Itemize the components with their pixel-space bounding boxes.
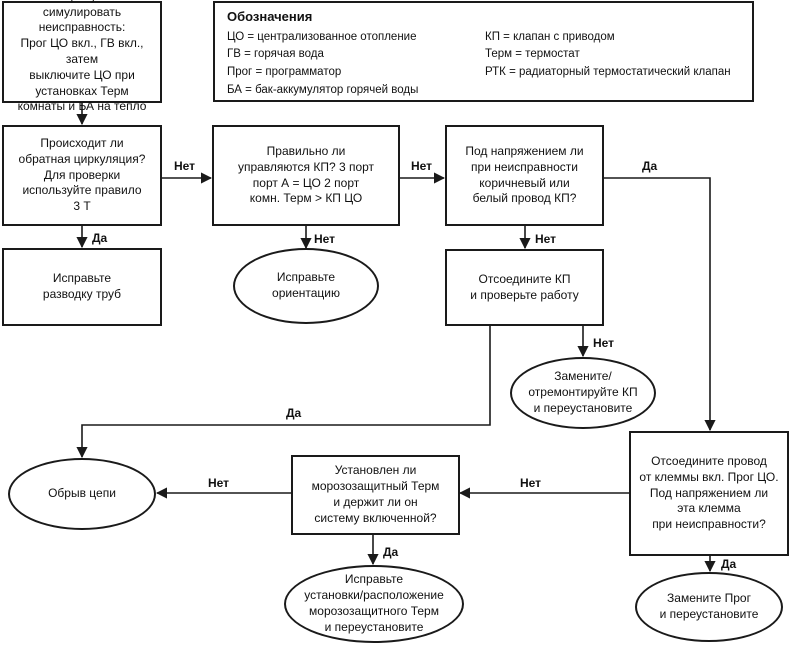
- label-no: Нет: [174, 159, 196, 173]
- label-no: Нет: [314, 232, 336, 246]
- node-reverse-circulation: Происходит ли обратная циркуляция? Для п…: [2, 125, 162, 226]
- node-replace-valve: Замените/ отремонтируйте КП и переустано…: [510, 357, 656, 429]
- legend-item: ЦО = централизованное отопление: [227, 31, 417, 43]
- legend-item: БА = бак-аккумулятор горячей воды: [227, 84, 419, 96]
- legend-item: РТК = радиаторный термостатический клапа…: [485, 66, 731, 78]
- node-text: Замените/ отремонтируйте КП и переустано…: [528, 369, 638, 415]
- node-valves-control: Правильно ли управляются КП? 3 порт порт…: [212, 125, 400, 226]
- label-no: Нет: [535, 232, 557, 246]
- node-valve-voltage: Под напряжением ли при неисправности кор…: [445, 125, 604, 226]
- legend-item: Терм = термостат: [485, 48, 580, 60]
- legend-item: КП = клапан с приводом: [485, 31, 615, 43]
- label-yes: Да: [383, 545, 399, 559]
- label-no: Нет: [593, 336, 615, 350]
- label-no: Нет: [208, 476, 230, 490]
- node-text: Установлен ли морозозащитный Терм и держ…: [311, 463, 440, 525]
- node-text: Отсоедините провод от клеммы вкл. Прог Ц…: [639, 453, 779, 532]
- node-text: Под напряжением ли при неисправности кор…: [465, 143, 584, 206]
- node-text: Замените Прог и переустановите: [659, 591, 759, 621]
- arrow-voltage-yes: [604, 177, 716, 432]
- node-disconnect-valve: Отсоедините КП и проверьте работу: [445, 249, 604, 326]
- node-disconnect-wire: Отсоедините провод от клеммы вкл. Прог Ц…: [629, 431, 789, 556]
- node-text: Исправьте установки/расположение морозоз…: [304, 572, 444, 634]
- node-text: Правильно ли управляются КП? 3 порт порт…: [237, 143, 375, 206]
- node-text: Исправьте разводку труб: [42, 271, 122, 301]
- legend-item: ГВ = горячая вода: [227, 48, 324, 60]
- node-fix-frost: Исправьте установки/расположение морозоз…: [284, 565, 464, 643]
- label-no: Нет: [520, 476, 542, 490]
- legend-title: Обозначения: [227, 9, 313, 24]
- node-open-circuit: Обрыв цепи: [8, 458, 156, 530]
- label-yes: Да: [642, 159, 658, 173]
- node-replace-programmer: Замените Прог и переустановите: [635, 572, 783, 642]
- node-text: Обрыв цепи: [48, 486, 116, 501]
- label-yes: Да: [92, 231, 108, 245]
- node-fix-orientation: Исправьте ориентацию: [233, 248, 379, 324]
- label-no: Нет: [411, 159, 433, 173]
- legend-box: Обозначения ЦО = централизованное отопле…: [213, 1, 754, 102]
- label-yes: Да: [721, 557, 737, 571]
- node-frost-thermostat: Установлен ли морозозащитный Терм и держ…: [291, 455, 460, 535]
- arrow-disconnect-yes: [76, 326, 491, 459]
- node-text: Попробуйте симулировать неисправность: П…: [17, 0, 147, 114]
- legend-item: Прог = программатор: [227, 66, 342, 78]
- label-yes: Да: [286, 406, 302, 420]
- node-text: Отсоедините КП и проверьте работу: [470, 271, 579, 302]
- node-text: Исправьте ориентацию: [272, 270, 340, 300]
- node-text: Происходит ли обратная циркуляция? Для п…: [18, 135, 146, 214]
- node-fix-pipes: Исправьте разводку труб: [2, 248, 162, 326]
- node-start: Попробуйте симулировать неисправность: П…: [2, 0, 162, 113]
